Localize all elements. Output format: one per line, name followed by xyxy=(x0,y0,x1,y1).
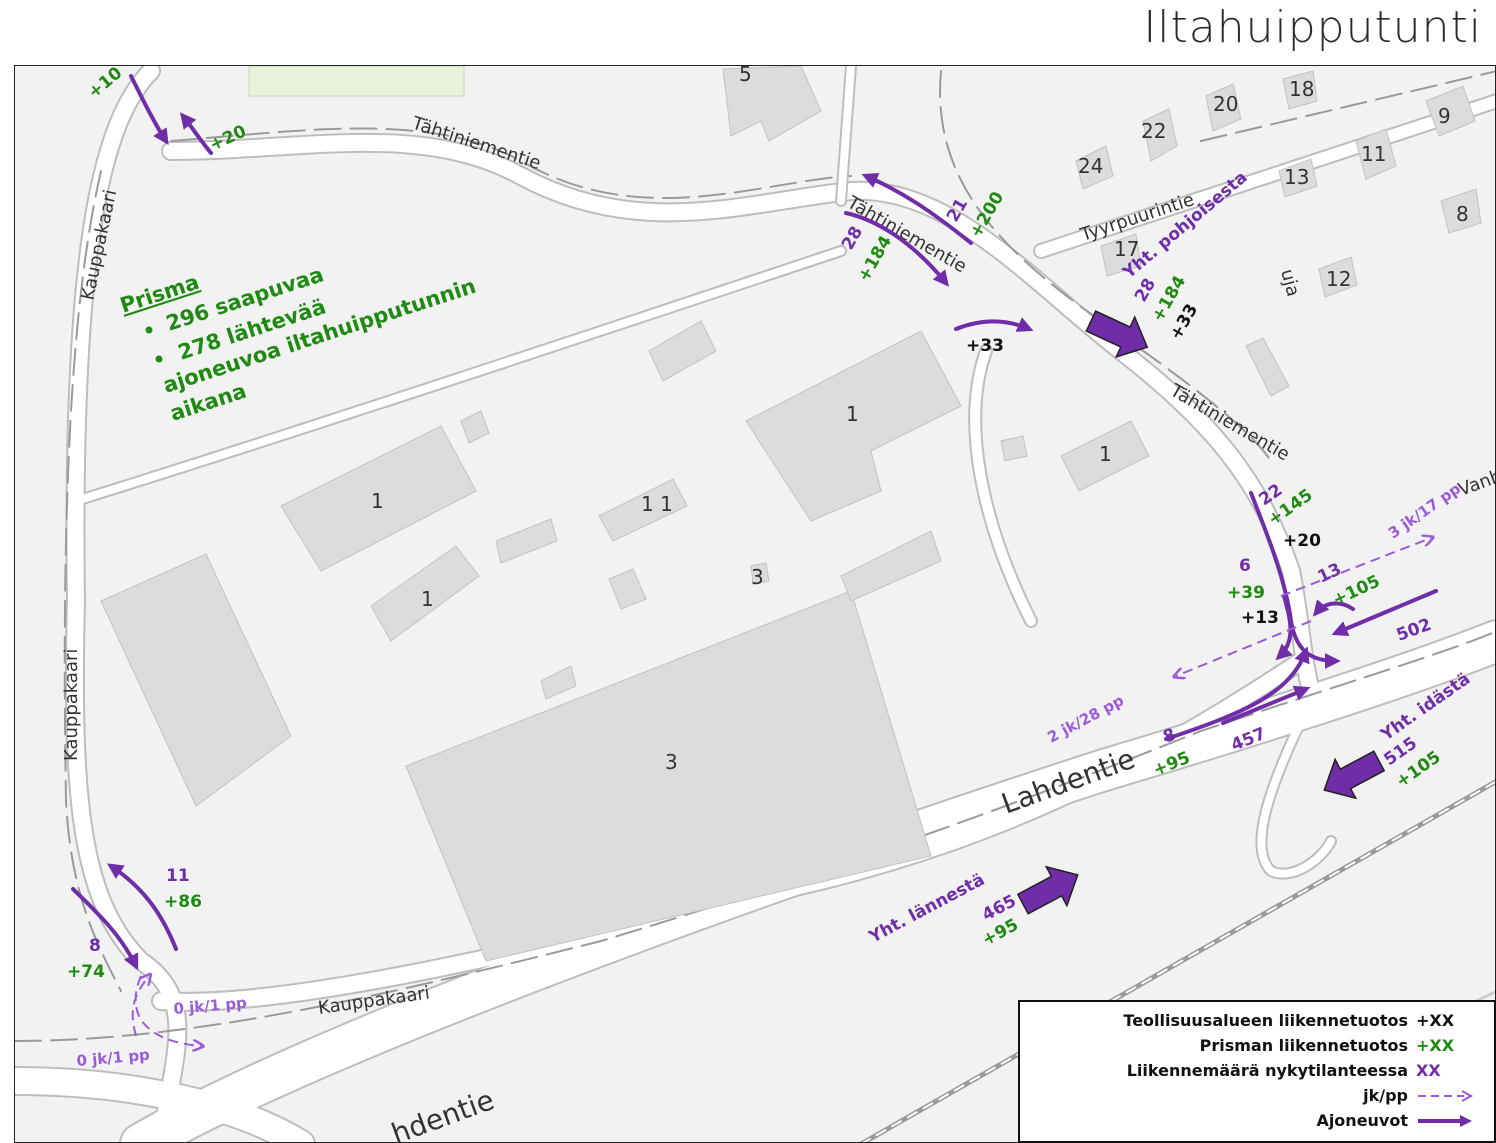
arrow-sw-down xyxy=(71,887,139,971)
building-1-east xyxy=(1060,420,1150,492)
building-22 xyxy=(1142,108,1178,162)
building-number: 18 xyxy=(1289,77,1314,101)
buildings xyxy=(100,66,1482,962)
flow-sw-down-prisma: +74 xyxy=(67,962,105,982)
building-9 xyxy=(1425,85,1476,137)
arrow-east-through xyxy=(1331,589,1438,637)
building-number: 3 xyxy=(751,565,764,589)
building-number: 24 xyxy=(1078,154,1103,178)
ped-arrow-west xyxy=(1176,620,1312,676)
building-11 xyxy=(1355,128,1397,180)
map-canvas[interactable]: 5 18 20 22 24 9 11 13 8 17 12 1 1 1 1 1 … xyxy=(15,66,1496,1143)
arrow-sw-up xyxy=(107,863,178,951)
legend-symbol-prisma: +XX xyxy=(1416,1036,1455,1055)
bullet-dot xyxy=(155,355,163,363)
arrow-tahti-mid xyxy=(954,317,1034,332)
building-number: 1 xyxy=(421,587,434,611)
legend-row-pedestrian: jk/pp xyxy=(1030,1083,1484,1108)
arrow-west-in xyxy=(1164,646,1310,741)
building-3-large xyxy=(405,590,932,962)
legend-symbol-current: XX xyxy=(1416,1061,1441,1080)
building-18 xyxy=(1282,70,1318,110)
flow-junction-l-industry: +13 xyxy=(1241,608,1279,628)
vehicle-arrows xyxy=(71,74,1438,971)
flow-junction-l-count: 6 xyxy=(1239,556,1251,576)
building-1-small xyxy=(370,545,480,642)
building-13 xyxy=(1278,158,1318,198)
legend-solid-arrow-icon xyxy=(1416,1114,1484,1128)
building-17 xyxy=(1100,233,1142,277)
map-background xyxy=(15,66,1495,1142)
legend-label-prisma: Prisman liikennetuotos xyxy=(1199,1036,1408,1055)
park-area xyxy=(248,66,465,97)
map-frame[interactable]: 5 18 20 22 24 9 11 13 8 17 12 1 1 1 1 1 … xyxy=(14,65,1496,1143)
legend-row-industry: Teollisuusalueen liikennetuotos +XX xyxy=(1030,1008,1484,1033)
building-number: 12 xyxy=(1326,267,1351,291)
building-west xyxy=(100,553,292,807)
building-number: 11 xyxy=(1361,142,1386,166)
legend: Teollisuusalueen liikennetuotos +XX Pris… xyxy=(1018,1000,1496,1143)
flow-junction-n-industry: +20 xyxy=(1283,531,1321,551)
building-12 xyxy=(1318,256,1358,298)
building-1-west xyxy=(280,425,477,572)
arrow-big-east xyxy=(1323,750,1386,800)
legend-label-industry: Teollisuusalueen liikennetuotos xyxy=(1123,1011,1408,1030)
ped-arrow-sw-2 xyxy=(131,976,149,1037)
legend-symbol-industry: +XX xyxy=(1416,1011,1455,1030)
building-8 xyxy=(1440,188,1482,234)
street-label-kauppakaari: Kauppakaari xyxy=(61,649,82,761)
arrow-nw-out xyxy=(180,112,213,155)
building-1-1 xyxy=(598,478,688,542)
bullet-dot xyxy=(145,326,153,334)
arrow-tahti-east xyxy=(844,211,950,287)
building-number: 1 xyxy=(1099,442,1112,466)
arrow-nw-in xyxy=(129,74,169,146)
legend-label-current: Liikennemäärä nykytilanteessa xyxy=(1126,1061,1408,1080)
arrow-tahti-west xyxy=(861,173,973,245)
flow-sw-down-count: 8 xyxy=(89,936,101,956)
ped-arrow-sw-1 xyxy=(134,975,201,1046)
building-number: 17 xyxy=(1114,237,1139,261)
building-1-north xyxy=(745,330,962,522)
legend-dashed-arrow-icon xyxy=(1416,1089,1484,1103)
building-number: 1 xyxy=(846,402,859,426)
legend-label-vehicles: Ajoneuvot xyxy=(1316,1111,1408,1130)
arrow-junction-right xyxy=(1312,599,1355,617)
building-number: 1 1 xyxy=(641,492,673,516)
building-5 xyxy=(722,66,822,142)
building-number: 22 xyxy=(1141,119,1166,143)
legend-row-current: Liikennemäärä nykytilanteessa XX xyxy=(1030,1058,1484,1083)
building-number: 8 xyxy=(1456,202,1469,226)
building-number: 9 xyxy=(1438,104,1451,128)
building-number: 13 xyxy=(1284,165,1309,189)
legend-row-vehicles: Ajoneuvot xyxy=(1030,1108,1484,1133)
pedestrian-arrows xyxy=(131,538,1431,1046)
arrow-big-north xyxy=(1085,310,1149,359)
building-20 xyxy=(1205,83,1242,132)
building-number: 5 xyxy=(739,66,752,86)
flow-junction-l-prisma: +39 xyxy=(1227,583,1265,603)
flow-sw-up-count: 11 xyxy=(166,866,190,886)
building-number: 3 xyxy=(665,750,678,774)
legend-label-pedestrian: jk/pp xyxy=(1363,1086,1408,1105)
legend-row-prisma: Prisman liikennetuotos +XX xyxy=(1030,1033,1484,1058)
flow-sw-up-prisma: +86 xyxy=(164,892,202,912)
flow-tahti-mid: +33 xyxy=(966,336,1004,356)
summary-arrows xyxy=(1016,310,1386,915)
arrow-west-through xyxy=(1221,685,1311,725)
building-number: 1 xyxy=(371,489,384,513)
arrow-big-west xyxy=(1016,865,1079,915)
building-24 xyxy=(1075,145,1114,190)
ped-arrow-east xyxy=(1280,538,1431,597)
building-numbers: 5 18 20 22 24 9 11 13 8 17 12 1 1 1 1 1 … xyxy=(371,66,1469,774)
map-title: Iltahuipputunti xyxy=(1143,2,1482,53)
building-number: 20 xyxy=(1213,92,1238,116)
